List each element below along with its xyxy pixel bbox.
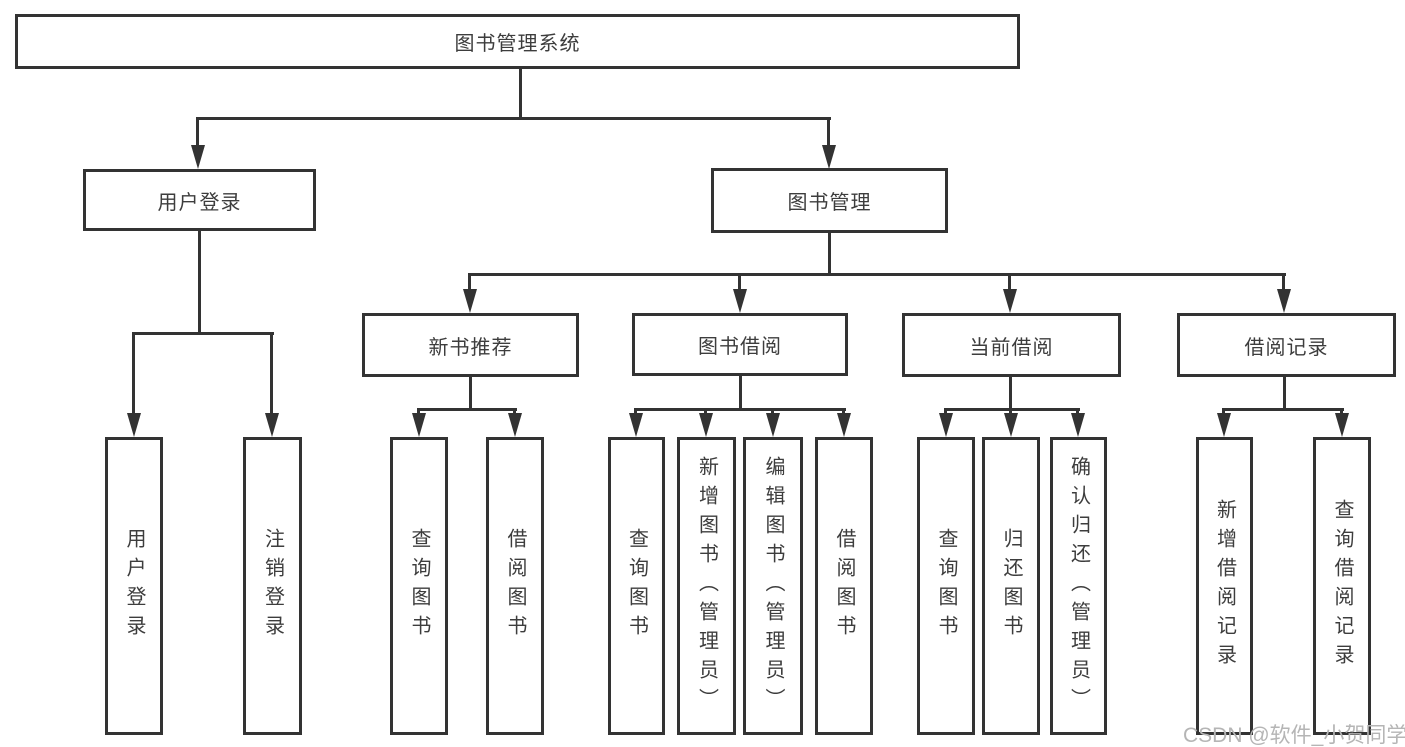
leaf-query-book-2: 查询图书 (608, 437, 665, 735)
leaf-add-book-admin: 新增图书（管理员） (677, 437, 736, 735)
node-book-management: 图书管理 (711, 168, 948, 233)
arrow-to-borrow-records (1277, 273, 1291, 313)
connector-level2-bar (196, 117, 831, 120)
leaf-return-book: 归还图书 (982, 437, 1040, 735)
node-borrow-records: 借阅记录 (1177, 313, 1396, 377)
connector-root-stem (519, 69, 522, 120)
arrow-to-leaf-return-book (1004, 408, 1018, 437)
arrow-to-current-borrow (1003, 273, 1017, 313)
connector-book-management-stem (828, 233, 831, 276)
leaf-user-login: 用户登录 (105, 437, 163, 735)
arrow-to-leaf-query-book-1 (412, 408, 426, 437)
arrow-to-leaf-add-record (1217, 408, 1231, 437)
arrow-to-leaf-borrow-book-2 (837, 408, 851, 437)
arrow-to-leaf-query-book-3 (939, 408, 953, 437)
leaf-query-book-1: 查询图书 (390, 437, 448, 735)
node-user-login: 用户登录 (83, 169, 316, 231)
connector-user-login-bar (132, 332, 274, 335)
connector-user-login-stem (198, 231, 201, 335)
leaf-edit-book-admin: 编辑图书（管理员） (743, 437, 803, 735)
node-library-management-system: 图书管理系统 (15, 14, 1020, 69)
arrow-to-leaf-borrow-book-1 (508, 408, 522, 437)
arrow-to-leaf-confirm-return (1071, 408, 1085, 437)
leaf-borrow-book-1: 借阅图书 (486, 437, 544, 735)
leaf-logout: 注销登录 (243, 437, 302, 735)
connector-new-book-bar (417, 408, 517, 411)
arrow-to-leaf-query-record (1335, 408, 1349, 437)
leaf-borrow-book-2: 借阅图书 (815, 437, 873, 735)
arrow-to-book-management (822, 117, 836, 169)
leaf-query-book-3: 查询图书 (917, 437, 975, 735)
arrow-to-leaf-query-book-2 (629, 408, 643, 437)
arrow-to-new-book-recommend (463, 273, 477, 313)
connector-level3-bar (468, 273, 1286, 276)
arrow-to-leaf-edit-book (766, 408, 780, 437)
connector-current-borrow-bar (944, 408, 1080, 411)
arrow-to-leaf-user-login (127, 332, 141, 437)
connector-book-borrow-stem (739, 376, 742, 411)
leaf-confirm-return-admin: 确认归还（管理员） (1050, 437, 1107, 735)
leaf-query-borrow-record: 查询借阅记录 (1313, 437, 1371, 735)
arrow-to-leaf-add-book (699, 408, 713, 437)
arrow-to-book-borrow (733, 273, 747, 313)
connector-current-borrow-stem (1009, 377, 1012, 411)
connector-borrow-records-stem (1283, 377, 1286, 411)
node-new-book-recommend: 新书推荐 (362, 313, 579, 377)
connector-new-book-stem (469, 377, 472, 411)
leaf-add-borrow-record: 新增借阅记录 (1196, 437, 1253, 735)
connector-book-borrow-bar (634, 408, 846, 411)
node-book-borrow: 图书借阅 (632, 313, 848, 376)
arrow-to-user-login (191, 117, 205, 169)
arrow-to-leaf-logout (265, 332, 279, 437)
csdn-watermark: CSDN @软件_小贺同学 (1183, 724, 1405, 747)
connector-borrow-records-bar (1222, 408, 1344, 411)
node-current-borrow: 当前借阅 (902, 313, 1121, 377)
